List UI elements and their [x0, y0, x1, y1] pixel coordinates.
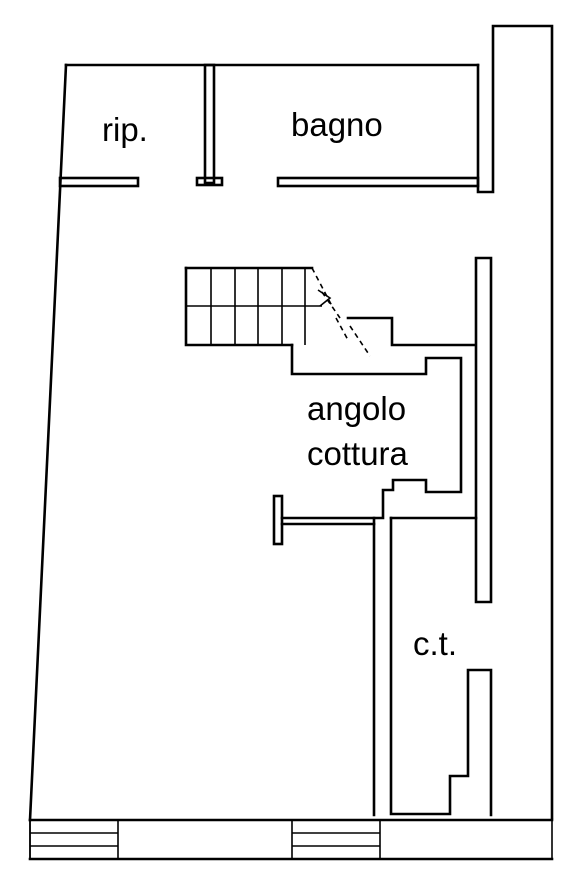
- window-left: [29, 819, 119, 860]
- ct-room-walls: [389, 516, 493, 817]
- label-bagno: bagno: [291, 106, 383, 143]
- top-rooms-walls: [58, 63, 480, 188]
- staircase: [184, 266, 371, 357]
- label-ct: c.t.: [413, 625, 457, 662]
- bottom-openings: [29, 819, 381, 860]
- label-angolo: angolo: [307, 390, 406, 427]
- outer-walls: [28, 24, 554, 861]
- window-right: [291, 819, 381, 860]
- kitchen-walls: [272, 256, 493, 817]
- label-rip: rip.: [102, 111, 148, 148]
- label-cottura: cottura: [307, 435, 409, 472]
